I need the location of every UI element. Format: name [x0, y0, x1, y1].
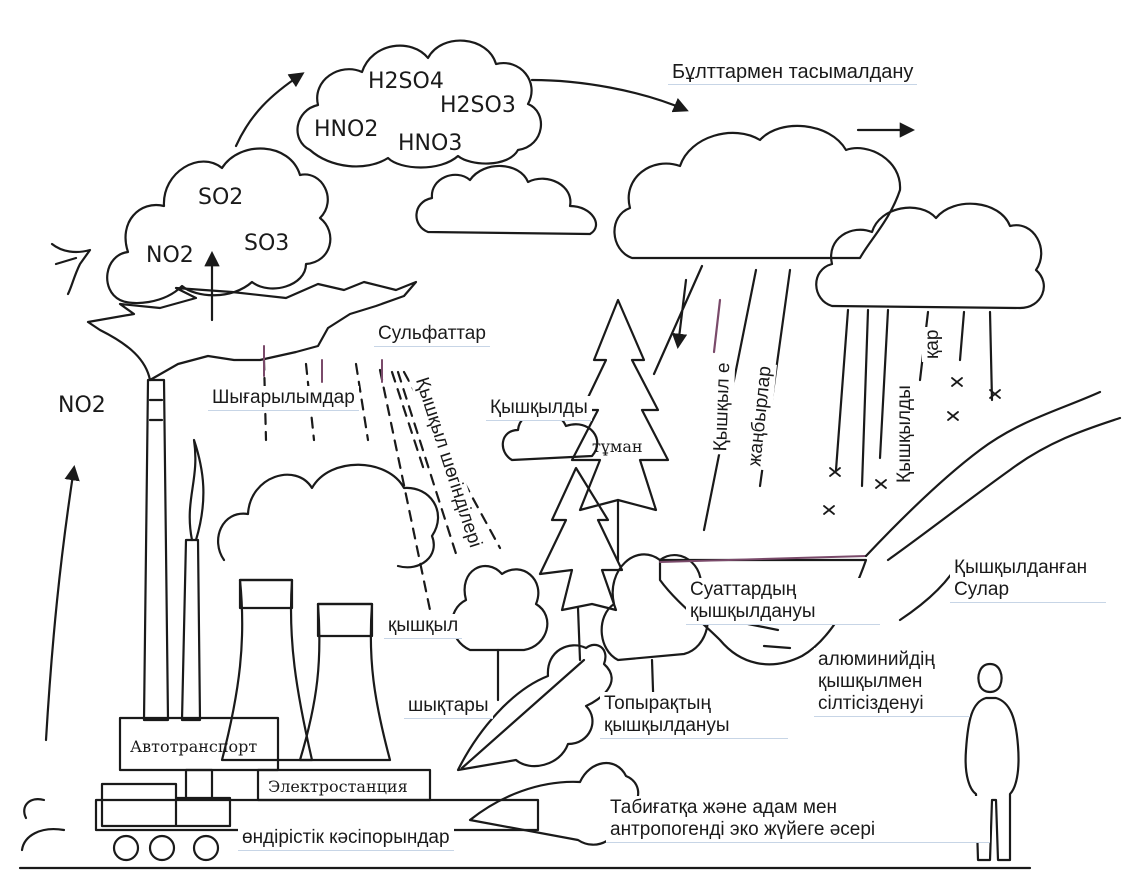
top-acid-cloud: [296, 39, 542, 169]
left-emission-cloud: [106, 147, 332, 305]
label-acid-mist-2: шықтары: [404, 694, 493, 719]
label-cloud-transport: Бұлттармен тасымалдану: [668, 60, 918, 85]
label-soil-acidification: Топырақтың қышқылдануы: [600, 692, 788, 739]
impact-line-1: Табиғатқа және адам мен: [610, 797, 838, 818]
arrow-cloud-transport: [530, 78, 689, 113]
chem-no2-left: NO2: [58, 393, 106, 418]
label-acidified-waters: Қышқылданған Сулар: [950, 556, 1106, 603]
chem-so2: SO2: [198, 185, 243, 210]
small-pine: [538, 466, 624, 612]
chem-h2so3: H2SO3: [440, 93, 516, 118]
water-acid-line-1: Суаттардың: [690, 579, 797, 600]
acidified-line-1: Қышқылданған: [954, 557, 1088, 578]
impact-line-2: антропогенді эко жүйеге әсері: [610, 819, 876, 840]
arrow-rise-left: [234, 72, 305, 148]
human-figure: [964, 662, 1020, 862]
label-acid-snow-1: Қышқылды: [894, 382, 916, 486]
right-rain-cloud: [613, 124, 902, 260]
label-emissions: Шығарылымдар: [208, 386, 359, 411]
small-middle-cloud: [415, 164, 597, 236]
aluminium-line-1: алюминийдің: [818, 649, 935, 670]
label-sulfates: Сульфаттар: [374, 322, 490, 347]
soil-line-2: қышқылдануы: [604, 715, 730, 736]
tall-chimney: [142, 378, 170, 722]
label-acid-fog: Қышқылды: [486, 396, 592, 421]
cooling-tower-right: [298, 602, 392, 762]
label-acid-rain-1: Қышқыл e: [710, 359, 736, 455]
chem-hno3: HNO3: [398, 131, 462, 156]
acidified-line-2: Сулар: [954, 579, 1010, 600]
soil-line-1: Топырақтың: [604, 693, 711, 714]
label-acid-snow-2: қар: [922, 326, 944, 362]
powerplant-plate: Электростанция: [268, 777, 408, 796]
round-tree-left: [451, 564, 549, 652]
tower-steam-cloud: [216, 463, 440, 569]
thin-stack: [180, 538, 202, 722]
fog-small-text: тұман: [592, 437, 643, 456]
water-acid-line-2: қышқылдануы: [690, 601, 816, 622]
label-aluminium-leaching: алюминийдің қышқылмен сілтісізденуі: [814, 648, 970, 717]
label-impact: Табиғатқа және адам мен антропогенді эко…: [606, 796, 990, 843]
label-industry: өндірістік кәсіпорындар: [238, 826, 454, 851]
chem-hno2: HNO2: [314, 117, 378, 142]
aluminium-line-3: сілтісізденуі: [818, 693, 924, 714]
plane-icon: [50, 242, 92, 296]
chem-so3: SO3: [244, 231, 289, 256]
label-water-acidification: Суаттардың қышқылдануы: [686, 578, 880, 625]
leaf-large: [456, 643, 613, 772]
aluminium-line-2: қышқылмен: [818, 671, 923, 692]
autotransport-plate: Автотранспорт: [130, 737, 257, 756]
label-acid-mist-1: қышқыл: [384, 614, 463, 639]
chem-no2-cloud: NO2: [146, 243, 194, 268]
smoke-plume: [86, 280, 418, 382]
factory-base: [94, 798, 540, 832]
snow-cloud: [815, 202, 1045, 310]
chem-h2so4: H2SO4: [368, 69, 444, 94]
arrow-no2-left: [44, 464, 80, 742]
truck: [100, 768, 232, 828]
